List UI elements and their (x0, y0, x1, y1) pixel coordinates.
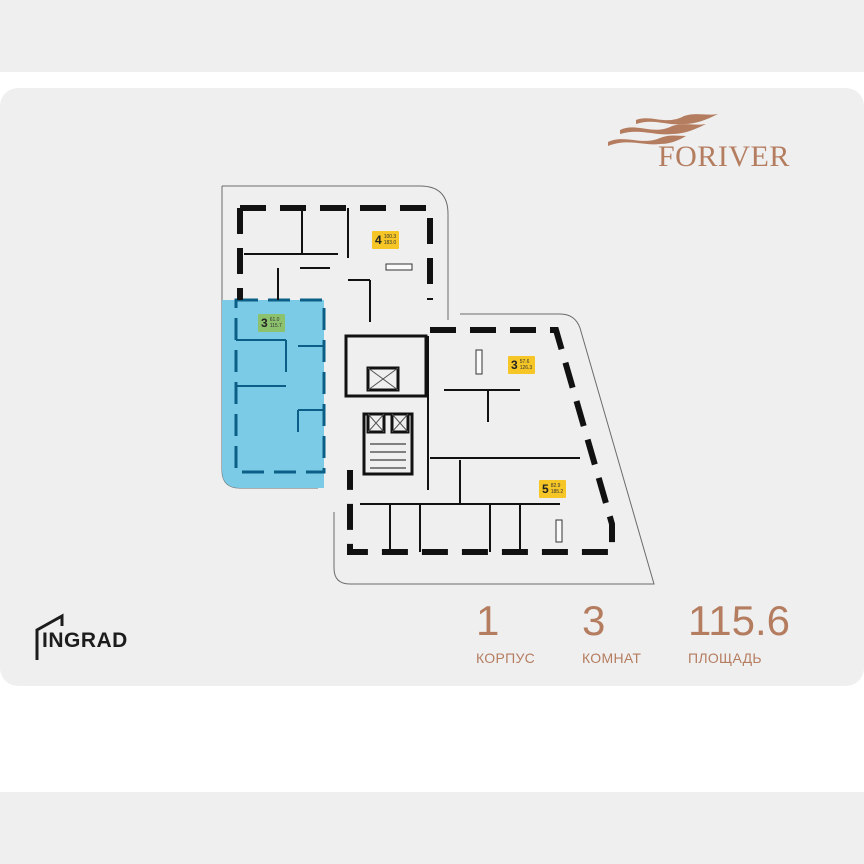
house-outline-icon (35, 613, 64, 660)
area-sub: 185.2 (550, 489, 564, 495)
area-sub: 126.3 (519, 365, 533, 371)
stat-building: 1 КОРПУС (476, 597, 536, 667)
rooms-number: 3 (582, 597, 606, 644)
ingrad-logo: INGRAD (34, 612, 134, 660)
stat-rooms: 3 КОМНАТ (582, 597, 642, 667)
apartment-badge[interactable]: 3 57.6 126.3 (508, 356, 536, 374)
developer-name: INGRAD (42, 629, 128, 652)
apartment-badge-selected[interactable]: 3 61.0 115.7 (258, 314, 285, 332)
brand-name: FORIVER (658, 140, 790, 173)
rooms-count: 3 (511, 358, 518, 372)
rooms-count: 3 (261, 316, 268, 330)
area-number: 115.6 (688, 597, 790, 644)
apartment-badge[interactable]: 4 100.3 183.0 (372, 231, 400, 249)
area-total: 82.9 (550, 483, 561, 489)
building-number: 1 (476, 597, 500, 644)
area-total: 61.0 (269, 317, 280, 323)
stat-area: 115.6 ПЛОЩАДЬ (688, 597, 790, 667)
area-total: 100.3 (383, 234, 397, 240)
bottom-band (0, 792, 864, 864)
area-sub: 183.0 (383, 240, 397, 246)
area-total: 57.6 (519, 359, 530, 365)
rooms-count: 4 (375, 233, 382, 247)
apartment-badge[interactable]: 5 82.9 185.2 (539, 480, 567, 498)
area-label: ПЛОЩАДЬ (688, 650, 762, 666)
top-band (0, 0, 864, 72)
building-label: КОРПУС (476, 650, 536, 666)
area-sub: 115.7 (269, 323, 282, 329)
rooms-label: КОМНАТ (582, 650, 642, 666)
waves-logo-icon (608, 114, 718, 146)
rooms-count: 5 (542, 482, 549, 496)
foriver-logo: FORIVER (606, 112, 816, 178)
